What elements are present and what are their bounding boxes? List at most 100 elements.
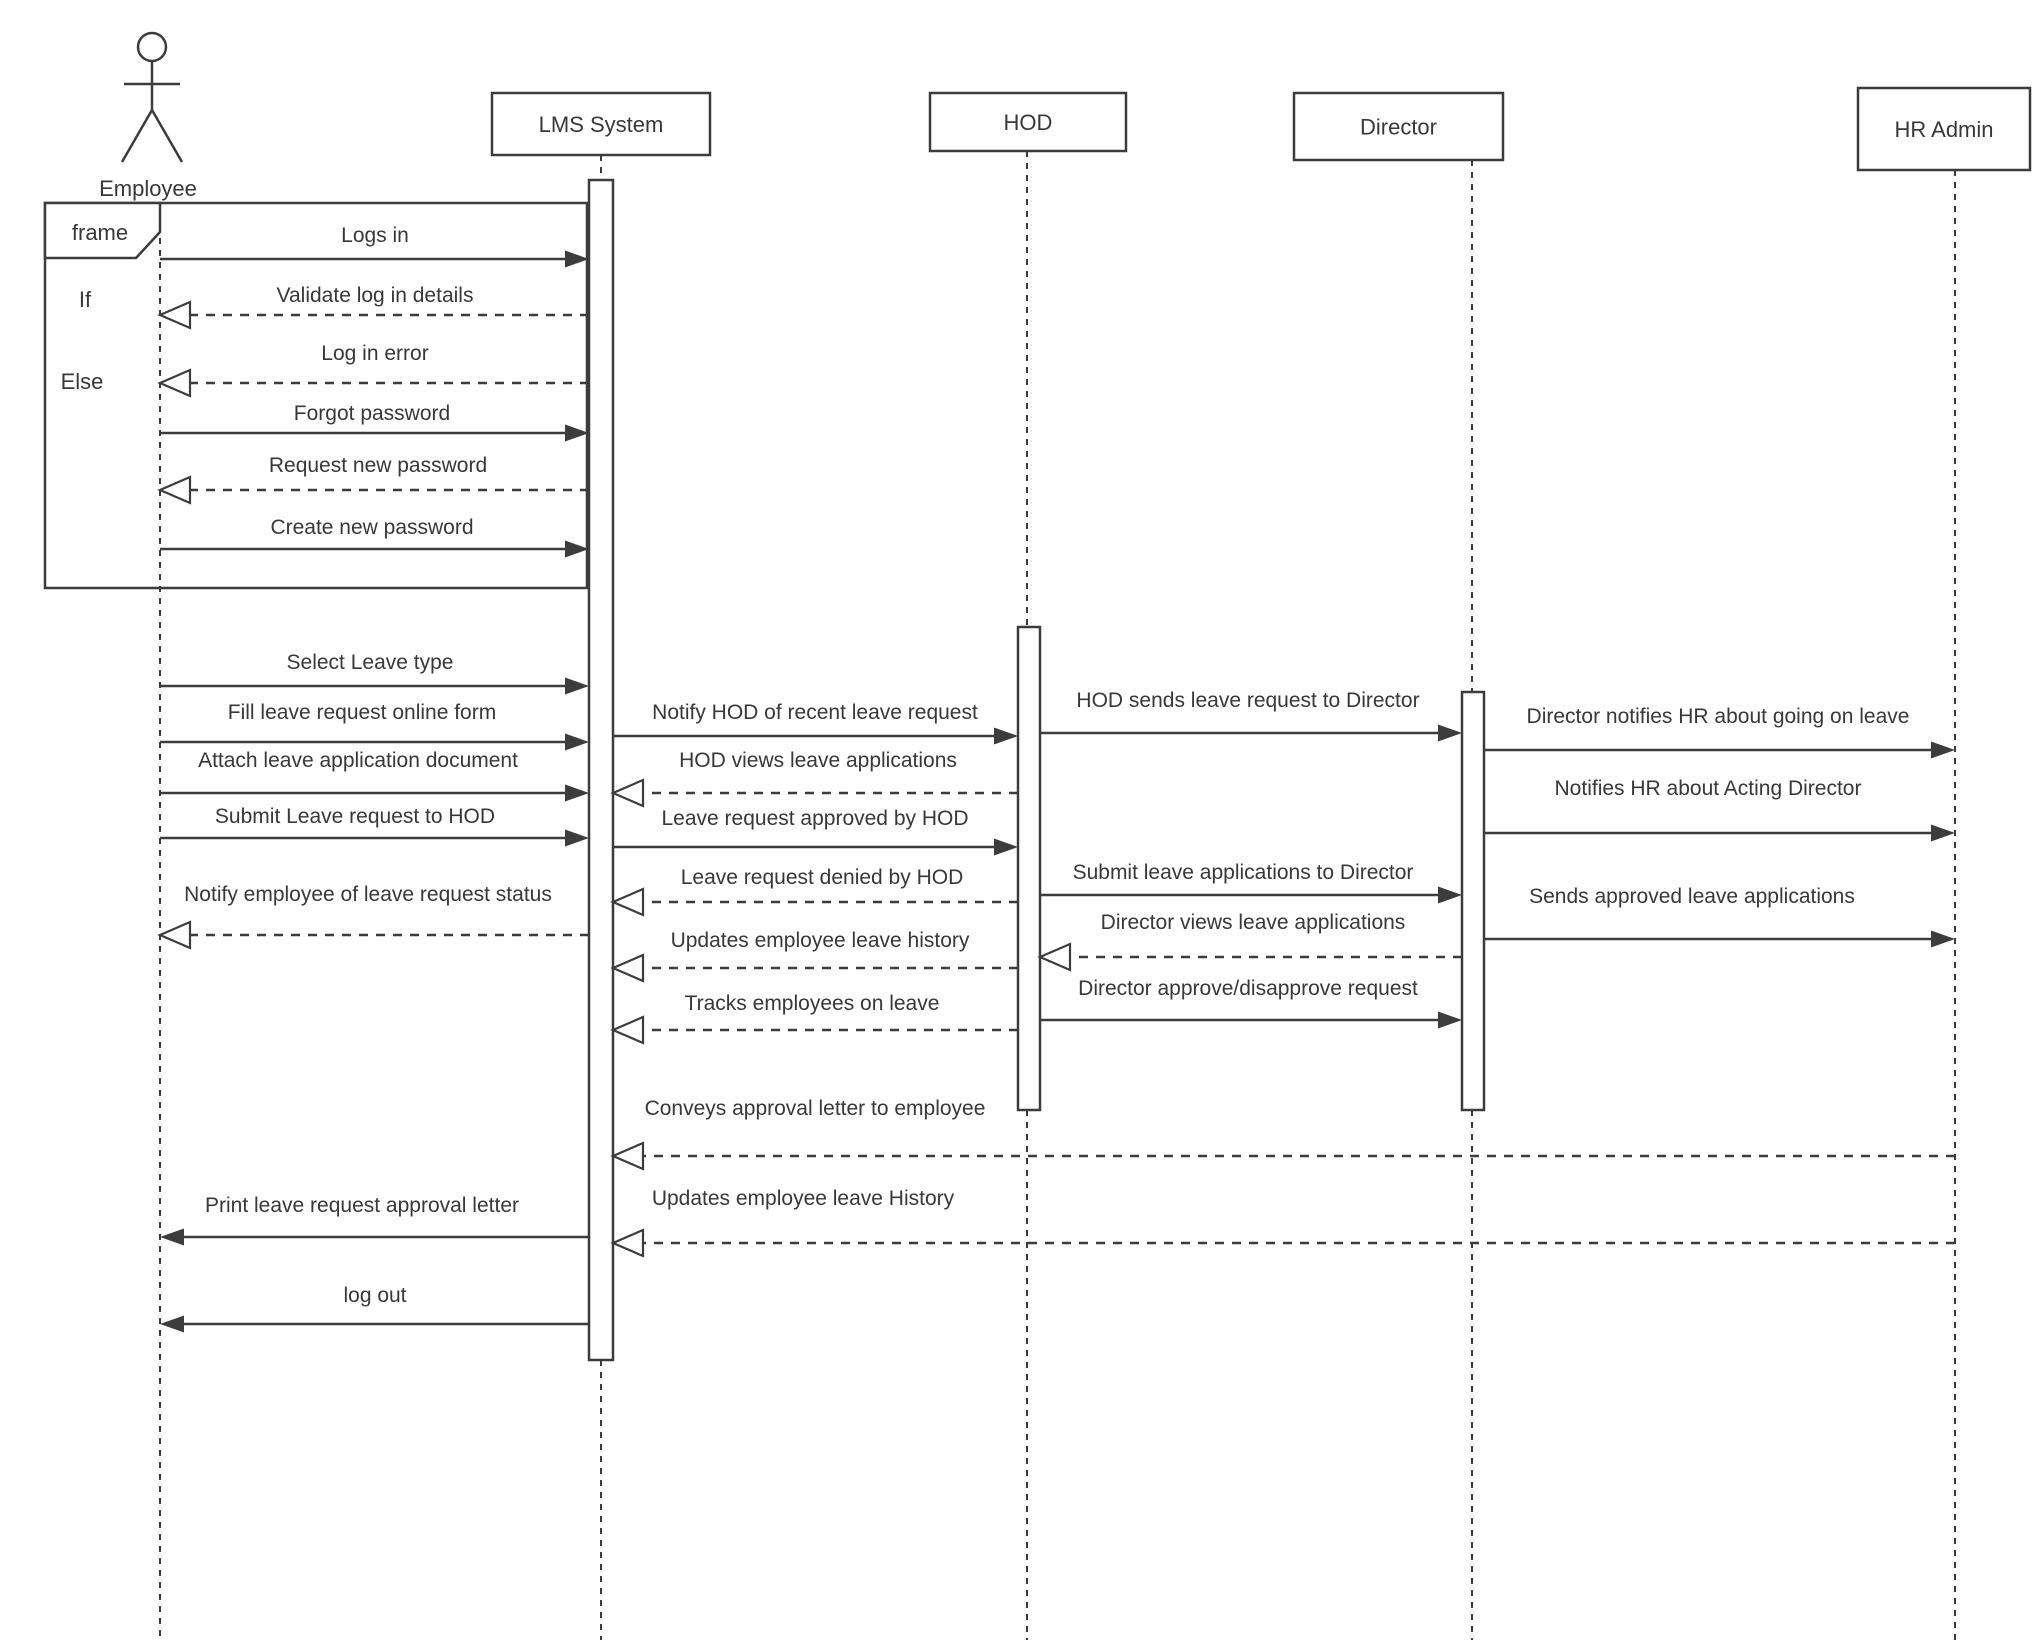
message-notifies-hr-about-acting-director: Notifies HR about Acting Director [1484, 774, 1955, 842]
message-label: Submit Leave request to HOD [215, 805, 495, 828]
activation-bar-hod [1016, 625, 1042, 1112]
message-label: Fill leave request online form [228, 701, 496, 724]
message-label: HOD sends leave request to Director [1076, 689, 1419, 712]
lifeline-header-hod [928, 91, 1128, 153]
message-label: Logs in [341, 224, 409, 247]
message-label: Director notifies HR about going on leav… [1527, 705, 1910, 728]
arrowhead-filled [1438, 886, 1462, 904]
message-logs-in: Logs in [160, 221, 589, 268]
message-log-in-error: Log in error [157, 339, 589, 398]
frame-label: frame [72, 220, 128, 245]
arrowhead-open [610, 778, 645, 808]
arrowhead-open [1037, 942, 1072, 972]
lifeline-label-lms: LMS System [539, 112, 664, 137]
arrowhead-filled [994, 727, 1018, 745]
arrowhead-open [157, 475, 192, 505]
lifeline-label-employee: Employee [99, 176, 197, 201]
message-label: Conveys approval letter to employee [645, 1097, 986, 1120]
arrowhead-filled [160, 1315, 184, 1333]
message-director-notifies-hr-about-going-on-leave: Director notifies HR about going on leav… [1484, 702, 1955, 759]
message-leave-request-approved-by-hod: Leave request approved by HOD [613, 804, 1018, 856]
guard-else: Else [61, 369, 104, 394]
arrowhead-filled [160, 1228, 184, 1246]
message-hod-views-leave-applications: HOD views leave applications [610, 746, 1018, 808]
message-label: Leave request approved by HOD [661, 807, 968, 830]
actor-leg-left [120, 109, 154, 163]
message-label: Request new password [269, 454, 487, 477]
message-sends-approved-leave-applications: Sends approved leave applications [1484, 882, 1955, 948]
arrowhead-filled [1438, 1011, 1462, 1029]
arrowhead-filled [1931, 741, 1955, 759]
arrowhead-filled [565, 540, 589, 558]
message-notify-employee-of-leave-request-status: Notify employee of leave request status [157, 880, 589, 950]
message-label: Sends approved leave applications [1529, 885, 1855, 908]
arrowhead-filled [1931, 824, 1955, 842]
message-validate-log-in-details: Validate log in details [157, 281, 589, 330]
arrowhead-filled [565, 733, 589, 751]
arrowhead-filled [565, 829, 589, 847]
arrowhead-open [157, 300, 192, 330]
lifeline-hod: HOD [928, 91, 1128, 1640]
message-label: Attach leave application document [198, 749, 518, 772]
message-leave-request-denied-by-hod: Leave request denied by HOD [610, 863, 1018, 917]
message-label: Director approve/disapprove request [1078, 977, 1418, 1000]
actor-figure-employee [120, 31, 184, 163]
message-label: Forgot password [294, 402, 450, 425]
activation-bar-director [1460, 690, 1486, 1112]
message-notify-hod-of-recent-leave-request: Notify HOD of recent leave request [613, 698, 1018, 745]
arrowhead-filled [1931, 930, 1955, 948]
message-label: Print leave request approval letter [205, 1194, 519, 1217]
activation-bar-lms [587, 178, 615, 1362]
message-request-new-password: Request new password [157, 451, 589, 505]
lifeline-director: Director [1292, 91, 1505, 1640]
arrowhead-open [610, 1141, 645, 1171]
message-print-leave-request-approval-letter: Print leave request approval letter [160, 1191, 589, 1246]
message-submit-leave-applications-to-director: Submit leave applications to Director [1040, 858, 1462, 904]
message-label: Updates employee leave History [652, 1187, 955, 1210]
message-label: Notifies HR about Acting Director [1555, 777, 1862, 800]
message-fill-leave-request-online-form: Fill leave request online form [160, 698, 589, 751]
message-label: log out [343, 1284, 406, 1307]
message-forgot-password: Forgot password [160, 399, 589, 442]
message-label: Log in error [321, 342, 428, 365]
actor-leg-right [150, 109, 184, 163]
message-label: Director views leave applications [1101, 911, 1406, 934]
arrowhead-open [610, 1015, 645, 1045]
message-label: Submit leave applications to Director [1073, 861, 1414, 884]
message-hod-sends-leave-request-to-director: HOD sends leave request to Director [1040, 686, 1462, 742]
arrowhead-filled [565, 784, 589, 802]
lifeline-header-hr-admin [1856, 86, 2032, 172]
message-select-leave-type: Select Leave type [160, 648, 589, 695]
message-tracks-employees-on-leave: Tracks employees on leave [610, 989, 1018, 1045]
message-updates-employee-leave-history: Updates employee leave history [610, 926, 1018, 983]
lifeline-hr-admin: HR Admin [1856, 86, 2032, 1640]
message-director-views-leave-applications: Director views leave applications [1037, 908, 1462, 972]
arrowhead-filled [994, 838, 1018, 856]
lifeline-label-director: Director [1360, 115, 1437, 140]
lifeline-header-director [1292, 91, 1505, 162]
arrowhead-open [157, 368, 192, 398]
alt-frame-border [43, 201, 589, 590]
message-director-approve-disapprove-request: Director approve/disapprove request [1040, 974, 1462, 1029]
arrowhead-filled [1438, 724, 1462, 742]
message-label: Validate log in details [277, 284, 474, 307]
message-log-out: log out [160, 1281, 589, 1333]
message-label: Updates employee leave history [671, 929, 970, 952]
arrowhead-open [157, 920, 192, 950]
lifeline-employee: Employee [96, 31, 200, 1640]
arrowhead-filled [565, 677, 589, 695]
arrowhead-open [610, 1228, 645, 1258]
message-create-new-password: Create new password [160, 513, 589, 558]
arrowhead-filled [565, 424, 589, 442]
message-submit-leave-request-to-hod: Submit Leave request to HOD [160, 802, 589, 847]
message-label: Tracks employees on leave [685, 992, 940, 1015]
arrowhead-open [610, 953, 645, 983]
message-label: Leave request denied by HOD [681, 866, 964, 889]
lifeline-lms: LMS System [490, 91, 712, 1640]
lifeline-label-hr-admin: HR Admin [1894, 117, 1993, 142]
message-attach-leave-application-document: Attach leave application document [160, 746, 589, 802]
guard-if: If [79, 287, 92, 312]
